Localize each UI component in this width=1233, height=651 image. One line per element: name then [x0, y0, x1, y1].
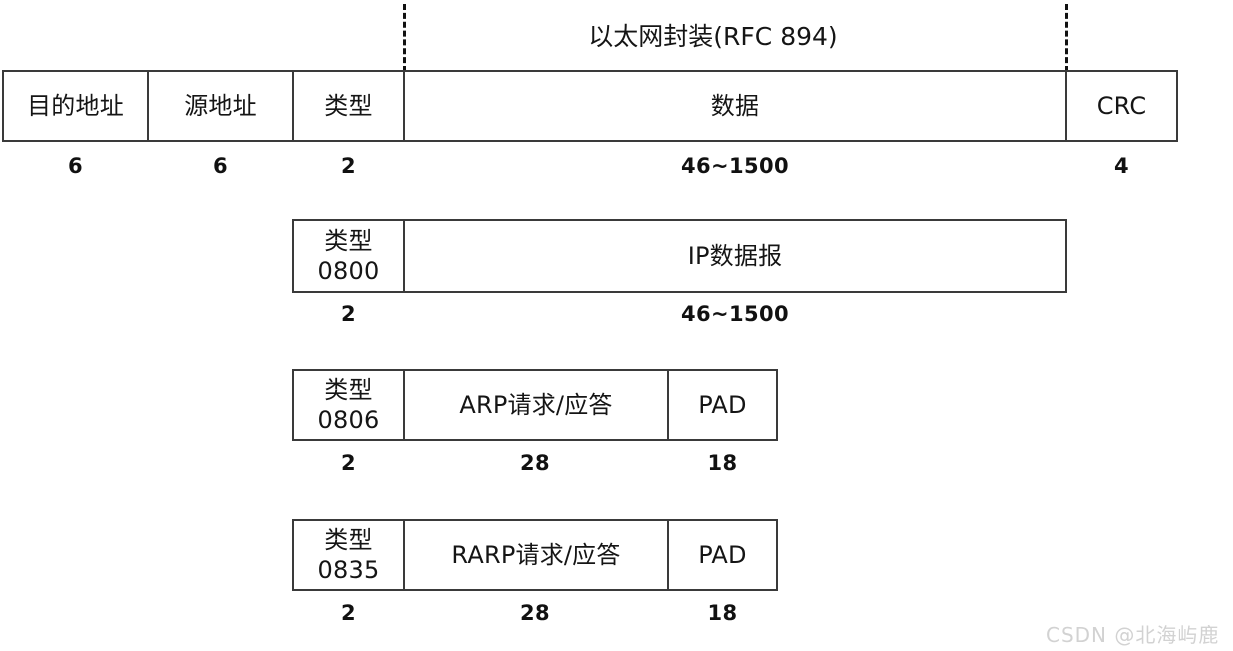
cell-label: ARP请求/应答: [459, 390, 613, 419]
cell-type-0800: 类型 0800: [292, 219, 405, 293]
size-arp-pad: 18: [707, 451, 738, 475]
cell-ip-datagram: IP数据报: [403, 219, 1067, 293]
size-data: 46~1500: [680, 154, 790, 178]
size-type-0806: 2: [340, 451, 356, 475]
cell-rarp-request-reply: RARP请求/应答: [403, 519, 669, 591]
cell-label: 类型 0806: [317, 376, 380, 434]
size-crc: 4: [1113, 154, 1129, 178]
size-type-0835: 2: [340, 601, 356, 625]
cell-arp-pad: PAD: [667, 369, 778, 441]
size-destination-address: 6: [67, 154, 83, 178]
cell-label: PAD: [698, 390, 747, 419]
size-type-0800: 2: [340, 302, 356, 326]
cell-label: 目的地址: [27, 91, 124, 120]
cell-label: CRC: [1096, 91, 1147, 120]
cell-data: 数据: [403, 70, 1067, 142]
size-rarp-request-reply: 28: [519, 601, 551, 625]
size-ip-datagram: 46~1500: [680, 302, 790, 326]
dashed-guide-right: [1065, 4, 1068, 72]
cell-rarp-pad: PAD: [667, 519, 778, 591]
size-type: 2: [340, 154, 356, 178]
cell-crc: CRC: [1065, 70, 1178, 142]
cell-label: 源地址: [184, 91, 257, 120]
cell-arp-request-reply: ARP请求/应答: [403, 369, 669, 441]
size-arp-request-reply: 28: [519, 451, 551, 475]
cell-type-0806: 类型 0806: [292, 369, 405, 441]
cell-destination-address: 目的地址: [2, 70, 149, 142]
size-source-address: 6: [212, 154, 228, 178]
cell-label: 数据: [710, 91, 760, 120]
cell-label: PAD: [698, 540, 747, 569]
cell-label: 类型: [324, 91, 373, 120]
cell-label: IP数据报: [687, 241, 783, 270]
cell-type-0835: 类型 0835: [292, 519, 405, 591]
size-rarp-pad: 18: [707, 601, 738, 625]
dashed-guide-left: [403, 4, 406, 72]
page-title: 以太网封装(RFC 894): [588, 22, 838, 51]
watermark: CSDN @北海屿鹿: [1046, 623, 1220, 647]
cell-label: RARP请求/应答: [451, 540, 621, 569]
cell-label: 类型 0835: [317, 526, 380, 584]
cell-label: 类型 0800: [317, 227, 380, 285]
cell-type: 类型: [292, 70, 405, 142]
cell-source-address: 源地址: [147, 70, 294, 142]
